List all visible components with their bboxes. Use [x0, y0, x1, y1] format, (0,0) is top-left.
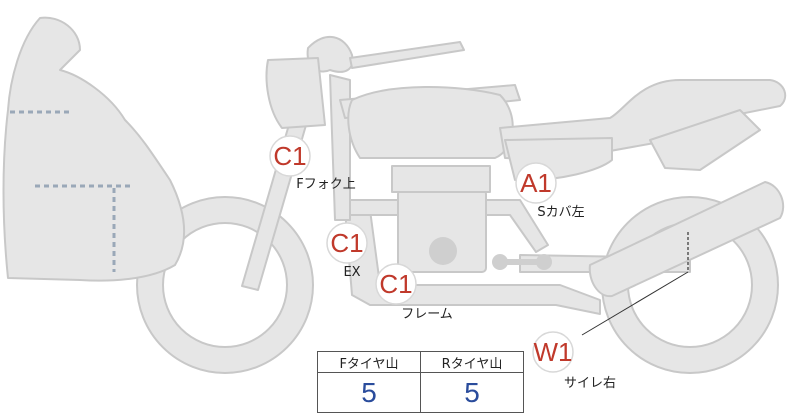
handlebar-bar: [349, 41, 465, 69]
marker-code: C1: [379, 269, 412, 299]
front-fairing: [2, 16, 186, 282]
damage-marker: C1 Fフォク上: [269, 135, 356, 192]
rear-tire-tread-header: Rタイヤ山: [420, 351, 524, 373]
damage-marker: C1 フレーム: [375, 263, 453, 322]
marker-code: W1: [534, 337, 573, 367]
front-tire-tread-value: 5: [317, 372, 421, 413]
marker-label: フレーム: [401, 307, 453, 322]
engine-top: [391, 165, 491, 193]
rear-tire-tread-value: 5: [420, 372, 524, 413]
marker-label: EX: [343, 265, 360, 280]
gear-shaft: [492, 254, 552, 270]
rear-fender: [649, 109, 761, 171]
headlight-bracket: [265, 57, 326, 129]
tire-tread-table: Fタイヤ山 Rタイヤ山 5 5: [317, 351, 524, 413]
damage-marker: W1 サイレ右: [532, 331, 616, 391]
marker-code: A1: [520, 168, 552, 198]
marker-code: C1: [330, 228, 363, 258]
damage-marker: A1 Sカバ左: [515, 162, 585, 220]
muffler-guide-lines: [581, 232, 689, 336]
fairing-dashed-lines: [10, 110, 132, 272]
marker-code: C1: [273, 141, 306, 171]
marker-label: Sカバ左: [537, 205, 584, 220]
damage-marker: C1 EX: [326, 222, 368, 280]
frame-tube: [329, 74, 351, 221]
motorcycle-illustration: [2, 16, 787, 374]
marker-label: Fフォク上: [296, 177, 355, 192]
front-wheel: [136, 196, 314, 374]
muffler: [588, 181, 785, 298]
fuel-tank: [347, 86, 514, 159]
engine-cover: [429, 237, 457, 265]
front-tire-tread-header: Fタイヤ山: [317, 351, 421, 373]
marker-label: サイレ右: [564, 376, 616, 391]
